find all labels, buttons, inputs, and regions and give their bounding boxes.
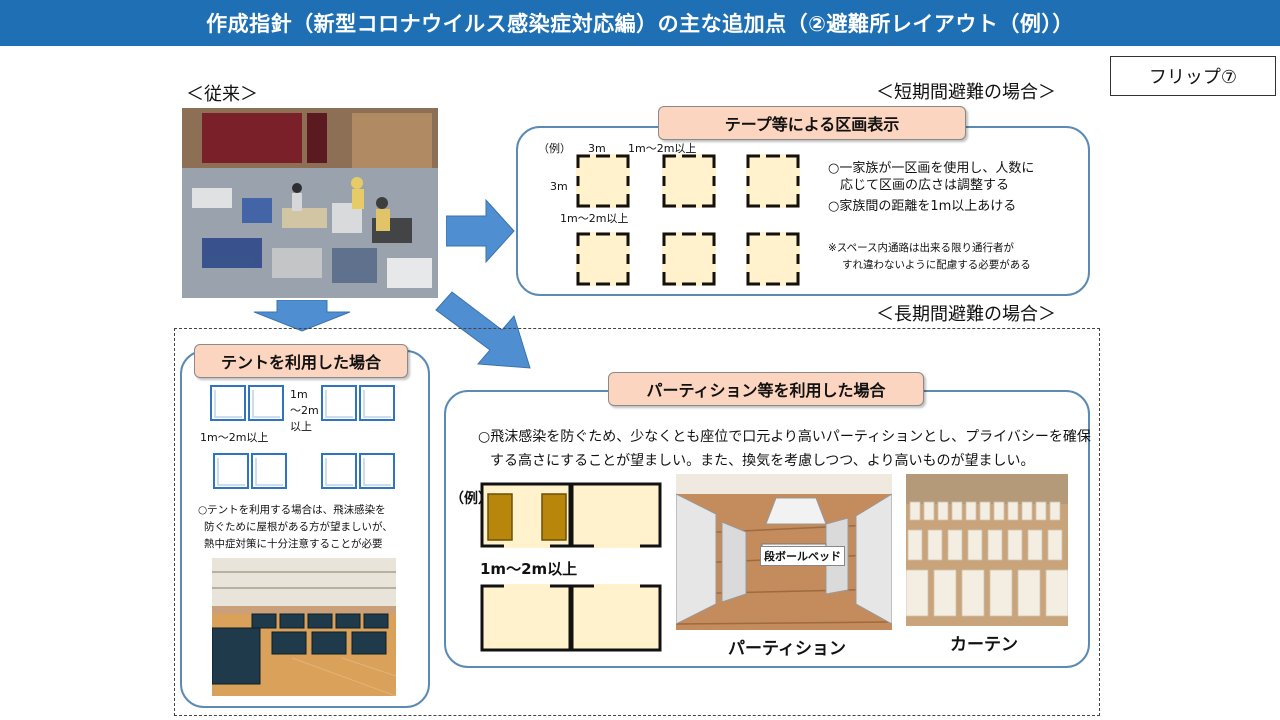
short-term-example-label: （例） bbox=[538, 142, 571, 155]
dimension-3m-top: 3m bbox=[588, 142, 606, 155]
partition-layout-diagram bbox=[480, 482, 664, 652]
tent-layout-diagram bbox=[210, 384, 396, 494]
partition-desc-line2: する高さにすることが望ましい。また、換気を考慮しつつ、より高いものが望ましい。 bbox=[490, 453, 1035, 469]
tent-desc-line1: ○テントを利用する場合は、飛沫感染を bbox=[198, 504, 386, 516]
long-term-label: ＜長期間避難の場合＞ bbox=[876, 304, 1056, 325]
tent-gap-vertical-1: 1m bbox=[290, 388, 308, 401]
short-term-label: ＜短期間避難の場合＞ bbox=[876, 82, 1056, 103]
partition-desc-line1: ○飛沫感染を防ぐため、少なくとも座位で口元より高いパーティションとし、プライバシ… bbox=[478, 429, 1091, 445]
partition-title: パーティション等を利用した場合 bbox=[608, 372, 924, 406]
partition-caption: パーティション bbox=[728, 639, 846, 659]
short-term-note-line1: ※スペース内通路は出来る限り通行者が bbox=[828, 242, 1015, 254]
arrow-to-short-term-icon bbox=[446, 196, 516, 266]
short-term-note-line2: すれ違わないように配慮する必要がある bbox=[842, 259, 1031, 271]
tent-desc-line2: 防ぐために屋根がある方が望ましいが、 bbox=[204, 521, 393, 533]
dimension-3m-side: 3m bbox=[550, 180, 568, 193]
curtain-caption: カーテン bbox=[950, 635, 1018, 655]
short-term-bullet1-line1: ○一家族が一区画を使用し、人数に bbox=[828, 161, 1035, 176]
tape-sections-diagram bbox=[574, 152, 804, 288]
flip-label: フリップ⑦ bbox=[1110, 56, 1276, 96]
short-term-title: テープ等による区画表示 bbox=[658, 106, 966, 140]
partition-gap: 1m〜2m以上 bbox=[480, 560, 578, 578]
cardboard-bed-label: 段ボールベッド bbox=[760, 546, 845, 566]
tent-photo bbox=[212, 558, 396, 696]
short-term-bullet1-line2: 応じて区画の広さは調整する bbox=[840, 178, 1010, 193]
page-title: 作成指針（新型コロナウイルス感染症対応編）の主な追加点（②避難所レイアウト（例）… bbox=[206, 12, 1074, 36]
long-term-area bbox=[174, 328, 1100, 716]
dimension-gap-left: 1m〜2m以上 bbox=[560, 212, 629, 225]
dimension-gap-top: 1m〜2m以上 bbox=[628, 142, 697, 155]
conventional-label: ＜従来＞ bbox=[186, 84, 258, 105]
arrow-down-to-tent-icon bbox=[252, 300, 352, 332]
tent-gap-vertical-2: 〜2m bbox=[290, 404, 319, 417]
title-bar: 作成指針（新型コロナウイルス感染症対応編）の主な追加点（②避難所レイアウト（例）… bbox=[0, 0, 1280, 46]
curtain-photo bbox=[906, 474, 1068, 626]
conventional-shelter-photo bbox=[182, 108, 438, 298]
arrow-to-partition-icon bbox=[430, 288, 540, 372]
tent-title: テントを利用した場合 bbox=[194, 344, 408, 378]
tent-gap-horizontal: 1m〜2m以上 bbox=[200, 431, 269, 444]
tent-gap-vertical-3: 以上 bbox=[290, 420, 312, 433]
tent-desc-line3: 熱中症対策に十分注意することが必要 bbox=[204, 538, 383, 550]
short-term-bullet2: ○家族間の距離を1m以上あける bbox=[828, 199, 1017, 214]
